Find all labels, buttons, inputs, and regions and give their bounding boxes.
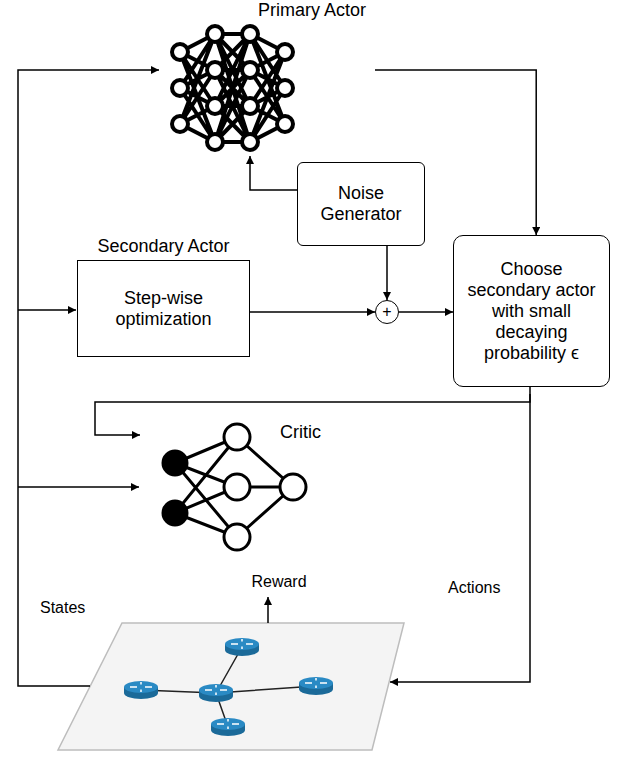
signal-label: Reward: [251, 572, 306, 591]
neuron: [207, 62, 223, 78]
actor-network: Primary Actor: [160, 0, 375, 156]
router-icon: [199, 684, 233, 702]
signal-label: States: [40, 598, 85, 617]
neuron: [242, 26, 258, 42]
neuron: [242, 62, 258, 78]
neuron: [207, 98, 223, 114]
node-text: Noise Generator: [306, 183, 416, 225]
flow-arrow: [250, 311, 375, 313]
router-icon: [225, 638, 259, 656]
node-text: Step-wise optimization: [86, 288, 241, 330]
network-environment: [58, 623, 404, 750]
primary-network-icon: [172, 26, 293, 150]
signal-label: Actions: [448, 578, 500, 597]
hidden-neuron: [224, 524, 250, 550]
neuron: [172, 116, 188, 132]
neuron: [172, 80, 188, 96]
critic-network: Critic: [140, 418, 340, 560]
neuron: [242, 134, 258, 150]
hidden-neuron: [224, 474, 250, 500]
neuron: [207, 26, 223, 42]
router-icon: [124, 681, 158, 699]
states-wire: [18, 486, 139, 488]
flow-arrow: [399, 311, 453, 313]
network-links: [180, 34, 285, 142]
states-wire: [18, 309, 76, 311]
hidden-neuron: [224, 424, 250, 450]
network-links: [141, 647, 316, 727]
network-links: [175, 437, 293, 537]
neuron: [242, 98, 258, 114]
router-icon: [211, 718, 245, 736]
network-heading: Primary Actor: [258, 0, 366, 20]
critic-network-icon: [163, 424, 306, 550]
sum-junction: +: [375, 300, 399, 324]
router-icon: [299, 677, 333, 695]
flow-arrow: [386, 246, 388, 300]
decision-box: Choose secondary actor with small decayi…: [453, 235, 610, 387]
network-heading: Critic: [280, 422, 321, 442]
states-wire: [18, 70, 159, 686]
neuron: [172, 44, 188, 60]
reward-wire: [267, 597, 269, 623]
environment-plane: [58, 623, 404, 750]
flow-arrow: [250, 156, 297, 190]
neuron: [277, 80, 293, 96]
output-neuron: [280, 474, 306, 500]
group-heading: Secondary Actor: [77, 236, 250, 260]
input-neuron: [163, 451, 187, 475]
input-neuron: [163, 501, 187, 525]
neuron: [207, 134, 223, 150]
network-neurons: [172, 26, 293, 150]
process-box: Step-wise optimization: [77, 260, 250, 357]
neuron: [277, 44, 293, 60]
process-box: Noise Generator: [297, 162, 425, 246]
actor-group: Secondary ActorStep-wise optimization: [77, 236, 250, 357]
neuron: [277, 116, 293, 132]
actions-wire: [390, 394, 530, 682]
node-text: Choose secondary actor with small decayi…: [462, 259, 601, 364]
operator-symbol: +: [382, 304, 391, 320]
